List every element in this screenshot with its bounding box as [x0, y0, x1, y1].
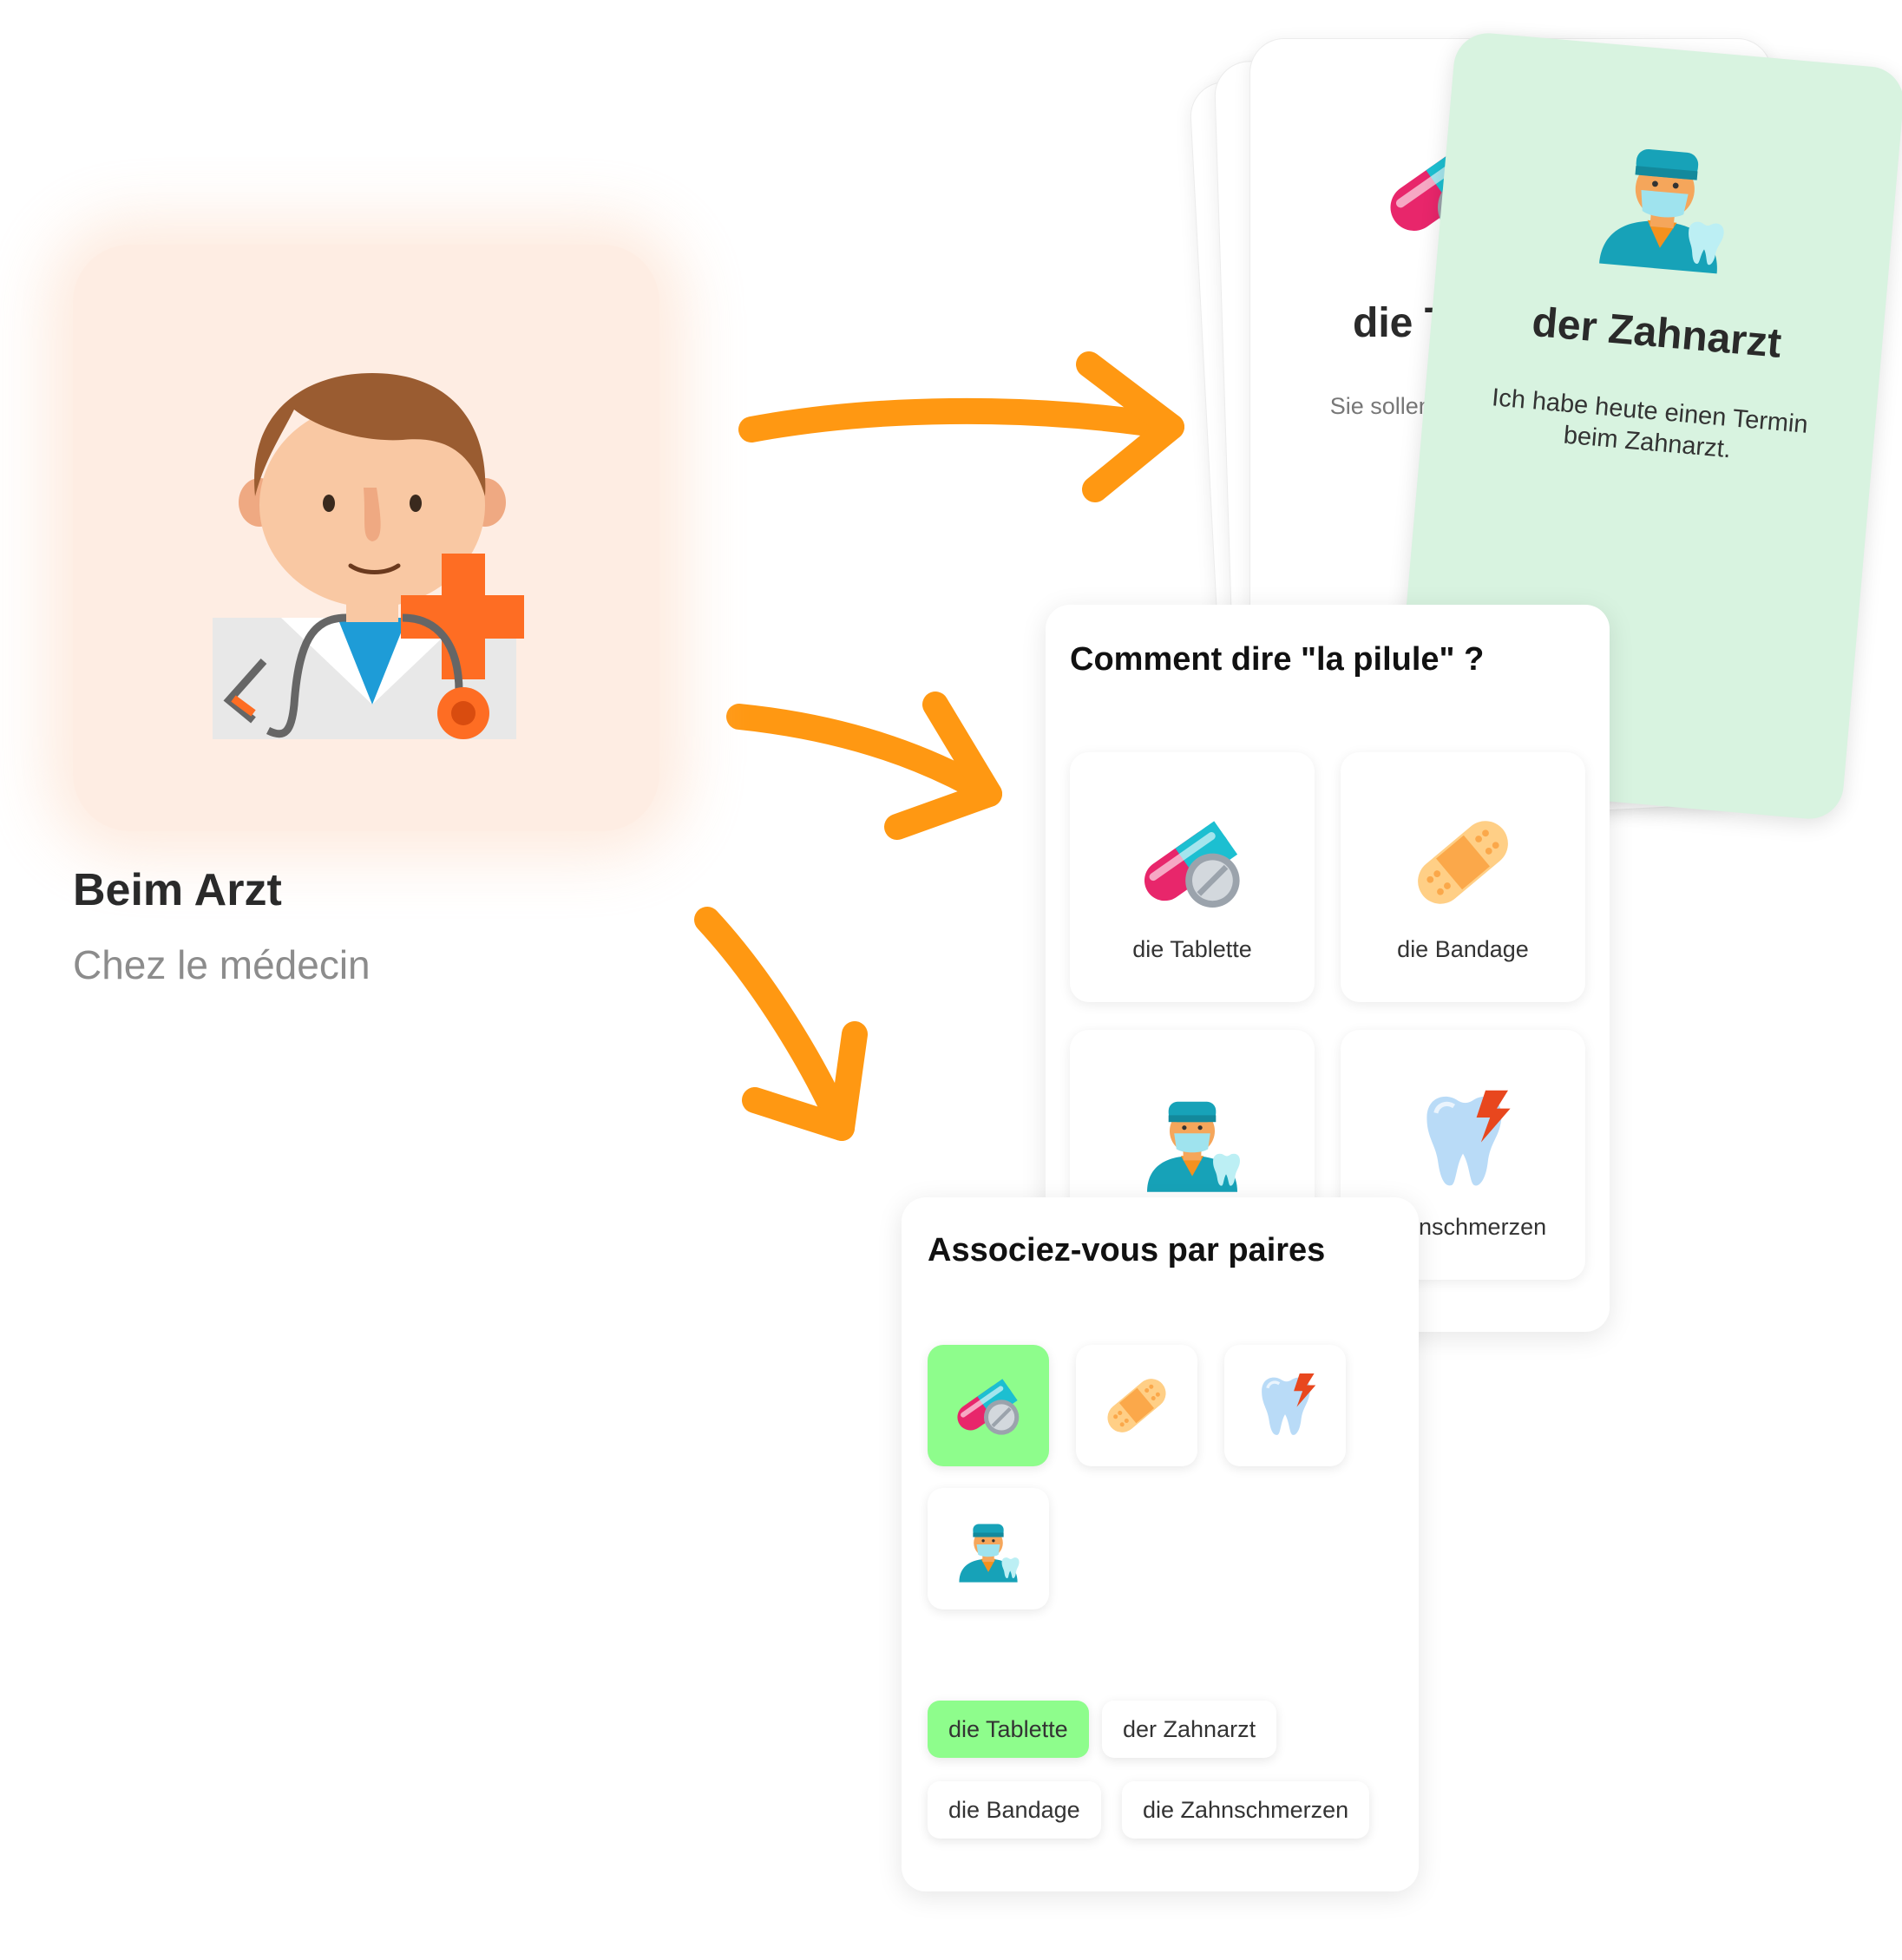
flashcard-sentence: Ich habe heute einen Termin beim Zahnarz… — [1491, 383, 1809, 464]
doctor-icon — [213, 373, 524, 739]
flashcard-word: der Zahnarzt — [1530, 298, 1784, 367]
match-tile-bandage[interactable] — [1076, 1345, 1197, 1466]
arrow-to-match-head — [742, 1021, 868, 1141]
match-chip-tablette[interactable]: die Tablette — [928, 1701, 1089, 1758]
match-tile-toothache[interactable] — [1224, 1345, 1346, 1466]
pill-icon — [952, 1369, 1025, 1442]
topic-tile[interactable] — [73, 245, 659, 831]
bandage-icon — [1100, 1369, 1173, 1442]
match-chip-zahnschmerzen[interactable]: die Zahnschmerzen — [1122, 1781, 1370, 1839]
topic-subtitle: Chez le médecin — [73, 942, 371, 987]
arrow-to-flashcards-head — [1076, 351, 1184, 502]
quiz-option-tablette[interactable]: die Tablette — [1070, 752, 1315, 1002]
toothache-icon — [1407, 1084, 1519, 1196]
quiz-option-bandage[interactable]: die Bandage — [1341, 752, 1585, 1002]
bandage-icon — [1407, 806, 1519, 919]
pill-icon — [1136, 806, 1249, 919]
arrow-to-quiz — [726, 704, 1002, 807]
match-tile-pill[interactable] — [928, 1345, 1049, 1466]
quiz-option-label: die Tablette — [1132, 936, 1252, 962]
match-chip-zahnarzt[interactable]: der Zahnarzt — [1102, 1701, 1277, 1758]
arrow-to-flashcards — [738, 397, 1184, 442]
match-title: Associez-vous par paires — [928, 1232, 1326, 1268]
match-tile-dentist[interactable] — [928, 1488, 1049, 1609]
quiz-option-label: ahnschmerzen — [1393, 1214, 1547, 1240]
arrow-to-quiz-head — [884, 692, 1002, 840]
arrow-to-match — [694, 907, 855, 1141]
dentist-icon — [952, 1512, 1025, 1585]
dentist-icon — [1136, 1084, 1249, 1196]
quiz-option-label: die Bandage — [1397, 936, 1529, 962]
toothache-icon — [1249, 1369, 1322, 1442]
quiz-question: Comment dire "la pilule" ? — [1070, 641, 1485, 678]
match-card: Associez-vous par paires die Tablette de… — [902, 1197, 1419, 1891]
match-chip-bandage[interactable]: die Bandage — [928, 1781, 1101, 1839]
dentist-icon — [1584, 121, 1744, 280]
topic-title: Beim Arzt — [73, 865, 282, 915]
